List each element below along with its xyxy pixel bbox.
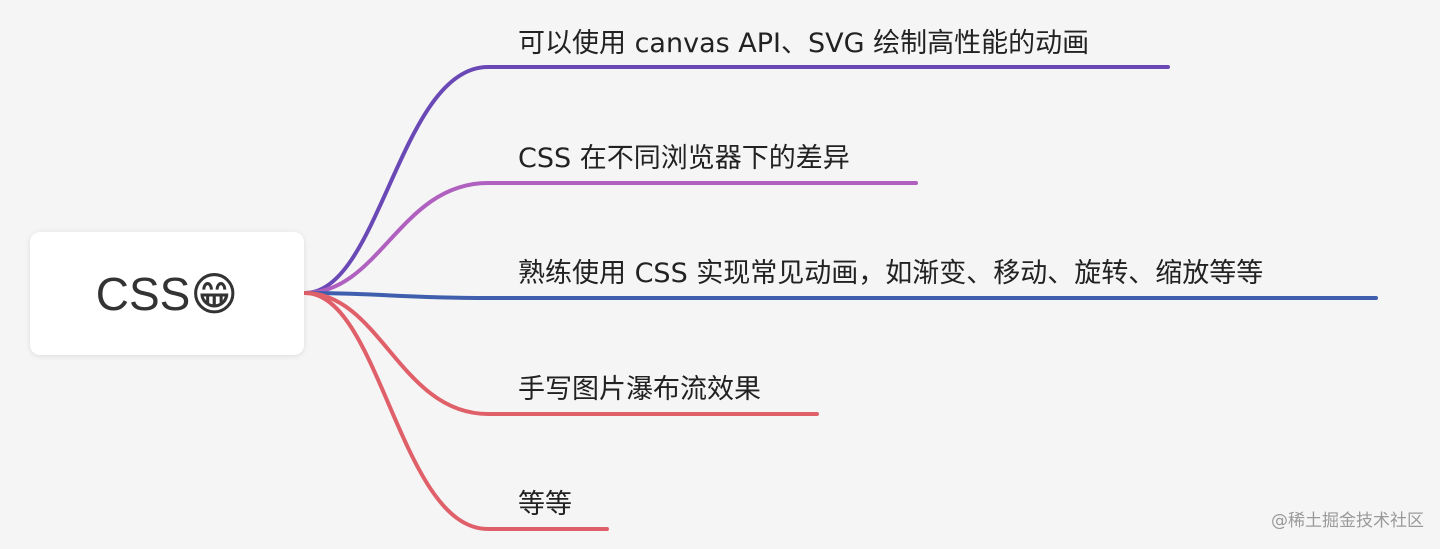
branch-line-browser-diff	[303, 181, 918, 295]
watermark: @稀土掘金技术社区	[1271, 511, 1424, 531]
branch-label-etc[interactable]: 等等	[518, 489, 572, 520]
branch-line-etc	[303, 291, 609, 531]
root-label: CSS😁	[95, 267, 239, 320]
branch-label-canvas-svg[interactable]: 可以使用 canvas API、SVG 绘制高性能的动画	[518, 28, 1090, 59]
branch-label-browser-diff[interactable]: CSS 在不同浏览器下的差异	[518, 143, 850, 174]
branch-label-waterfall[interactable]: 手写图片瀑布流效果	[518, 374, 761, 405]
branch-label-common-animations[interactable]: 熟练使用 CSS 实现常见动画，如渐变、移动、旋转、缩放等等	[518, 258, 1264, 289]
branch-line-waterfall	[303, 291, 819, 416]
branch-line-canvas-svg	[303, 65, 1170, 295]
root-node[interactable]: CSS😁	[30, 232, 304, 355]
branch-line-common-animations	[303, 291, 1378, 300]
